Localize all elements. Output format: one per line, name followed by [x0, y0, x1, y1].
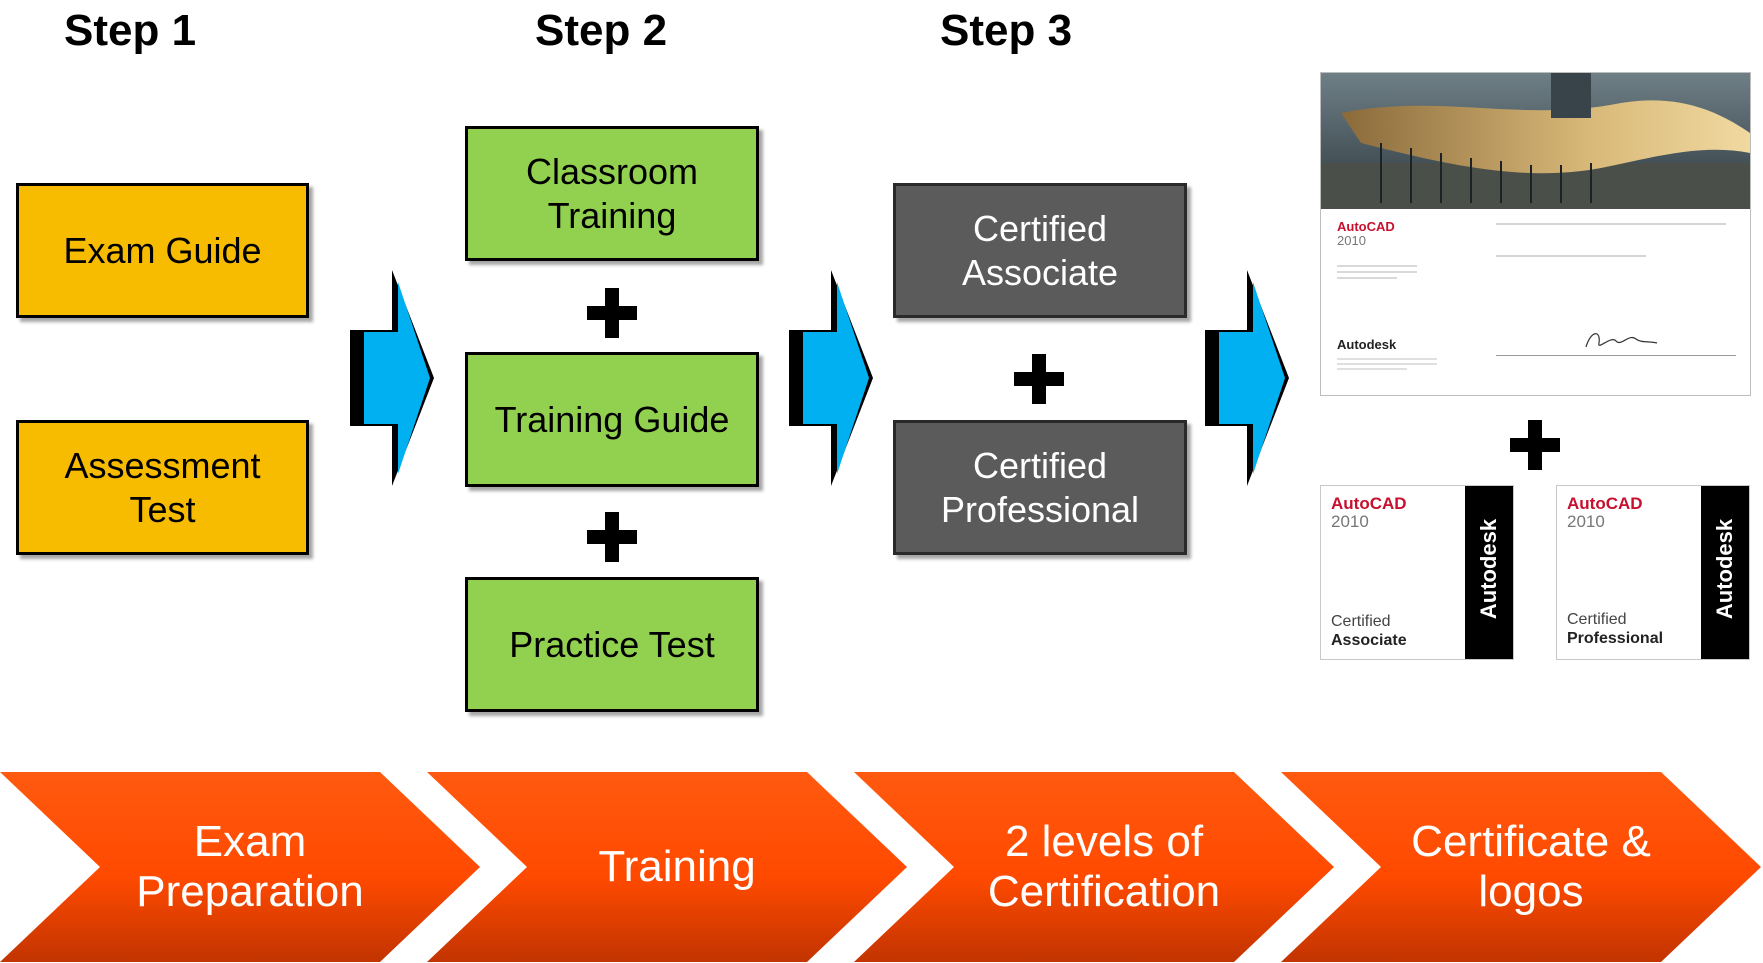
process-chevrons: [0, 772, 1761, 962]
flow-arrow-icon: [350, 270, 434, 486]
plus-icon: [1510, 420, 1560, 470]
certified-professional-box: Certified Professional: [893, 420, 1187, 555]
exam-guide-box: Exam Guide: [16, 183, 309, 318]
process-label-training: Training: [527, 815, 827, 919]
practice-test-box: Practice Test: [465, 577, 759, 712]
logo-brand-band: Autodesk: [1465, 486, 1513, 659]
training-guide-label: Training Guide: [494, 398, 730, 440]
process-label-text: Training: [598, 842, 756, 891]
process-label-certification: 2 levels of Certification: [954, 815, 1254, 919]
certified-associate-label: Certified Associate: [961, 207, 1119, 293]
practice-test-label: Practice Test: [509, 623, 715, 665]
plus-icon: [587, 288, 637, 338]
plus-icon: [587, 512, 637, 562]
assessment-test-label: Assessment Test: [64, 444, 261, 530]
certificate-document: AutoCAD 2010 Autodesk: [1320, 72, 1751, 396]
logo-level: Professional: [1567, 630, 1664, 647]
logo-brand: Autodesk: [1712, 518, 1737, 620]
logo-product: AutoCAD: [1331, 494, 1407, 513]
logo-product: AutoCAD: [1567, 494, 1643, 513]
certificate-footer-text: [1337, 358, 1437, 370]
signature-line: [1496, 355, 1736, 356]
logo-certified: Certified: [1567, 611, 1627, 628]
step-3-title: Step 3: [940, 6, 1073, 55]
certificate-brand: Autodesk: [1337, 337, 1397, 352]
certificate-product: AutoCAD: [1337, 219, 1395, 234]
logo-version: 2010: [1331, 512, 1369, 531]
chevron-certification: [854, 772, 1334, 962]
certified-professional-label: Certified Professional: [940, 444, 1140, 530]
training-guide-box: Training Guide: [465, 352, 759, 487]
flow-arrow-icon: [1205, 270, 1289, 486]
flow-arrow-icon: [789, 270, 873, 486]
associate-logo: AutoCAD 2010 Certified Associate Autodes…: [1320, 485, 1514, 660]
process-label-text: Certificate & logos: [1411, 817, 1651, 916]
certificate-side-text: [1337, 265, 1417, 279]
step-1-title: Step 1: [64, 6, 197, 55]
exam-guide-label: Exam Guide: [63, 229, 262, 271]
process-label-text: Exam Preparation: [136, 817, 364, 916]
classroom-training-label: Classroom Training: [525, 150, 699, 236]
logo-version: 2010: [1567, 512, 1605, 531]
step-2-title: Step 2: [535, 6, 668, 55]
certificate-photo: [1321, 73, 1750, 209]
process-label-exam-preparation: Exam Preparation: [100, 815, 400, 919]
certificate-body-text: [1496, 223, 1726, 257]
logo-certified: Certified: [1331, 613, 1391, 630]
classroom-training-box: Classroom Training: [465, 126, 759, 261]
chevron-certificate-logos: [1281, 772, 1761, 962]
chevron-training: [427, 772, 907, 962]
process-label-text: 2 levels of Certification: [987, 817, 1221, 916]
certificate-version: 2010: [1337, 233, 1366, 248]
logo-brand: Autodesk: [1476, 518, 1501, 620]
professional-logo: AutoCAD 2010 Certified Professional Auto…: [1556, 485, 1750, 660]
assessment-test-box: Assessment Test: [16, 420, 309, 555]
process-label-certificate-logos: Certificate & logos: [1381, 815, 1681, 919]
certified-associate-box: Certified Associate: [893, 183, 1187, 318]
chevron-exam-preparation: [0, 772, 480, 962]
plus-icon: [1014, 354, 1064, 404]
logo-level: Associate: [1331, 632, 1407, 649]
signature-mark: [1585, 333, 1658, 348]
logo-brand-band: Autodesk: [1701, 486, 1749, 659]
